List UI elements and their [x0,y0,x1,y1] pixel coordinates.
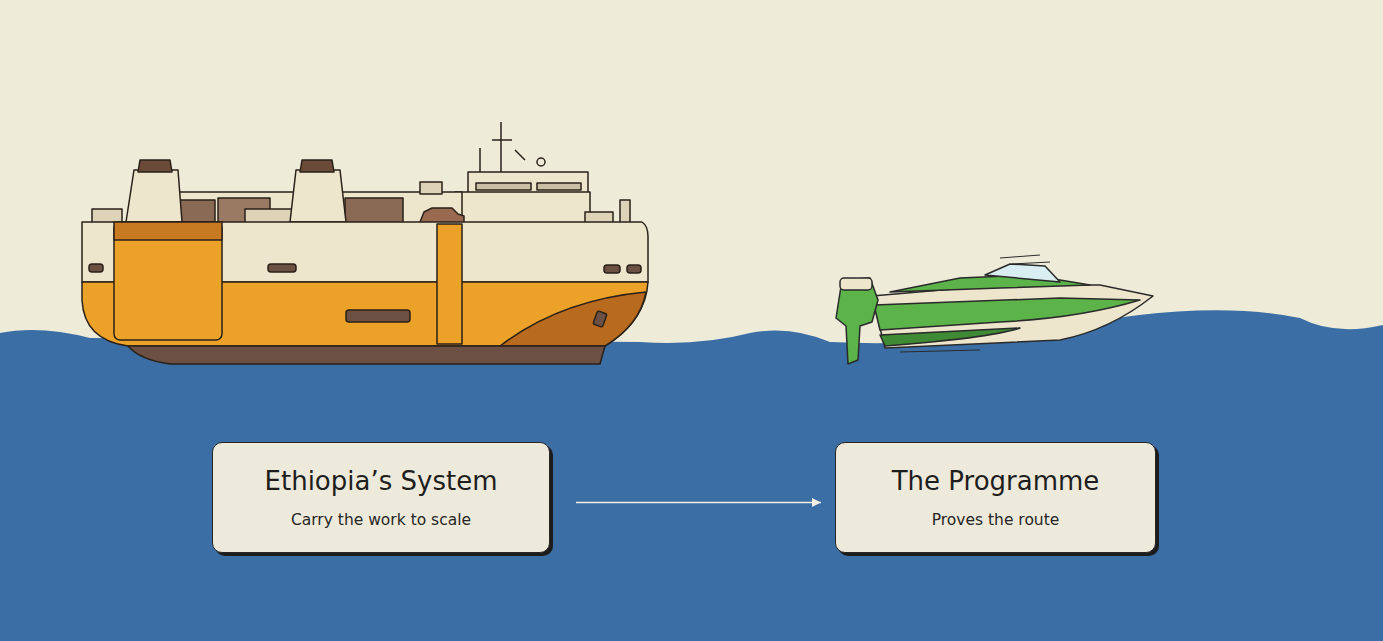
hull-pillar [437,224,462,344]
ship-window [476,183,531,190]
cargo-box [420,182,442,194]
spray-line [1000,255,1040,258]
arrow-head [812,498,821,507]
porthole [268,264,296,272]
boat-hull [872,285,1153,348]
cargo-ship [82,122,648,364]
ship-bridge [468,172,588,194]
outboard-motor [836,278,878,364]
water [0,310,1383,641]
stern-ramp-top [114,222,222,240]
porthole [604,265,620,273]
boat-deck [890,275,1090,292]
ship-funnel-top [300,160,334,172]
motor-cap [840,278,872,290]
ship-window [537,183,581,190]
ship-funnel-top [138,160,172,172]
speedboat [836,255,1153,364]
ship-mast [500,122,502,178]
box-title: The Programme [892,466,1100,497]
ship-funnel [126,170,182,222]
hull-door [346,310,410,322]
ship-keel [128,346,605,364]
arrow-line [576,502,821,504]
boat-stripe [880,328,1020,346]
ship-post [620,200,630,224]
ship-bow-shade [500,292,646,346]
process-box: Ethiopia’s SystemCarry the work to scale [212,442,550,553]
spray-line [1012,262,1050,264]
porthole [593,311,607,328]
cargo-box [345,198,403,224]
ship-mast [492,139,512,141]
box-subtitle: Proves the route [932,511,1060,530]
box-subtitle: Carry the work to scale [291,511,471,530]
ship-bridge [455,192,590,224]
ship-funnel [290,170,346,222]
ship-light [537,158,545,166]
stern-ramp [114,222,222,340]
flow-arrow [576,498,821,507]
ship-mast [515,150,525,160]
spray-line [900,350,980,352]
porthole [89,264,103,272]
boat-stripe [874,298,1140,330]
process-box: The ProgrammeProves the route [835,442,1156,553]
box-title: Ethiopia’s System [265,466,498,497]
porthole [627,265,641,273]
boat-windshield [985,264,1060,282]
